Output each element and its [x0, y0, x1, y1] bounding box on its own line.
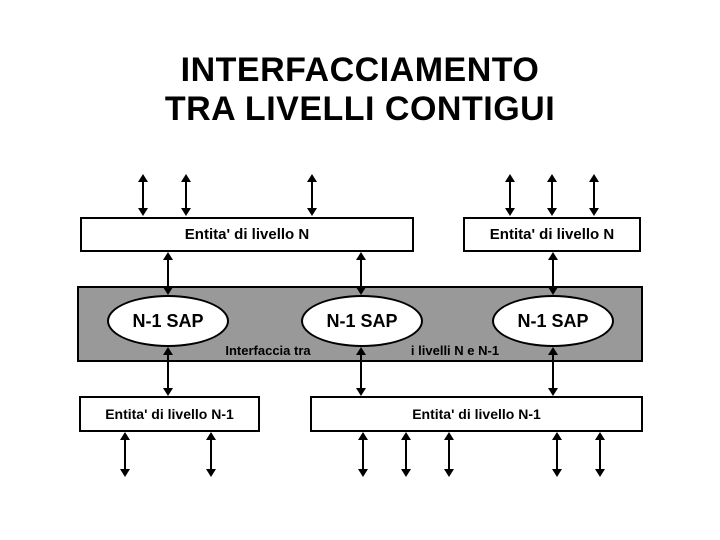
double-arrow-icon [138, 174, 148, 216]
double-arrow-icon [595, 432, 605, 477]
arrow-shaft [599, 435, 601, 474]
double-arrow-icon [548, 347, 558, 396]
sap-label: N-1 SAP [517, 310, 589, 331]
arrow-shaft [556, 435, 558, 474]
sap-ellipse-middle: N-1 SAP [301, 295, 423, 347]
entity-box-level-n-left: Entita' di livello N [80, 217, 414, 252]
arrow-shaft [167, 255, 169, 292]
entity-box-level-n1-right: Entita' di livello N-1 [310, 396, 643, 432]
arrow-shaft [185, 177, 187, 213]
double-arrow-icon [181, 174, 191, 216]
interface-caption-right: i livelli N e N-1 [410, 343, 500, 358]
entity-label: Entita' di livello N [184, 226, 310, 243]
entity-box-level-n1-left: Entita' di livello N-1 [79, 396, 260, 432]
arrow-shaft [142, 177, 144, 213]
double-arrow-icon [401, 432, 411, 477]
title-line-2: TRA LIVELLI CONTIGUI [164, 90, 556, 128]
entity-label: Entita' di livello N [489, 226, 615, 243]
sap-ellipse-left: N-1 SAP [107, 295, 229, 347]
double-arrow-icon [163, 347, 173, 396]
double-arrow-icon [444, 432, 454, 477]
arrow-shaft [210, 435, 212, 474]
double-arrow-icon [589, 174, 599, 216]
sap-ellipse-right: N-1 SAP [492, 295, 614, 347]
double-arrow-icon [552, 432, 562, 477]
double-arrow-icon [120, 432, 130, 477]
sap-label: N-1 SAP [326, 310, 398, 331]
double-arrow-icon [163, 252, 173, 295]
arrow-shaft [552, 350, 554, 393]
entity-label: Entita' di livello N-1 [412, 406, 541, 422]
page-title: INTERFACCIAMENTO TRA LIVELLI CONTIGUI [0, 51, 720, 129]
double-arrow-icon [547, 174, 557, 216]
arrow-shaft [551, 177, 553, 213]
double-arrow-icon [356, 347, 366, 396]
entity-box-level-n-right: Entita' di livello N [463, 217, 641, 252]
title-line-1: INTERFACCIAMENTO [180, 51, 540, 89]
sap-label: N-1 SAP [132, 310, 204, 331]
double-arrow-icon [307, 174, 317, 216]
entity-label: Entita' di livello N-1 [105, 406, 234, 422]
arrow-shaft [405, 435, 407, 474]
double-arrow-icon [206, 432, 216, 477]
arrow-shaft [311, 177, 313, 213]
arrow-shaft [448, 435, 450, 474]
arrow-shaft [360, 255, 362, 292]
arrow-shaft [509, 177, 511, 213]
double-arrow-icon [505, 174, 515, 216]
arrow-shaft [552, 255, 554, 292]
arrow-shaft [167, 350, 169, 393]
interface-caption-left: Interfaccia tra [225, 343, 311, 358]
double-arrow-icon [356, 252, 366, 295]
arrow-shaft [124, 435, 126, 474]
double-arrow-icon [548, 252, 558, 295]
arrow-shaft [593, 177, 595, 213]
arrow-shaft [362, 435, 364, 474]
arrow-shaft [360, 350, 362, 393]
double-arrow-icon [358, 432, 368, 477]
